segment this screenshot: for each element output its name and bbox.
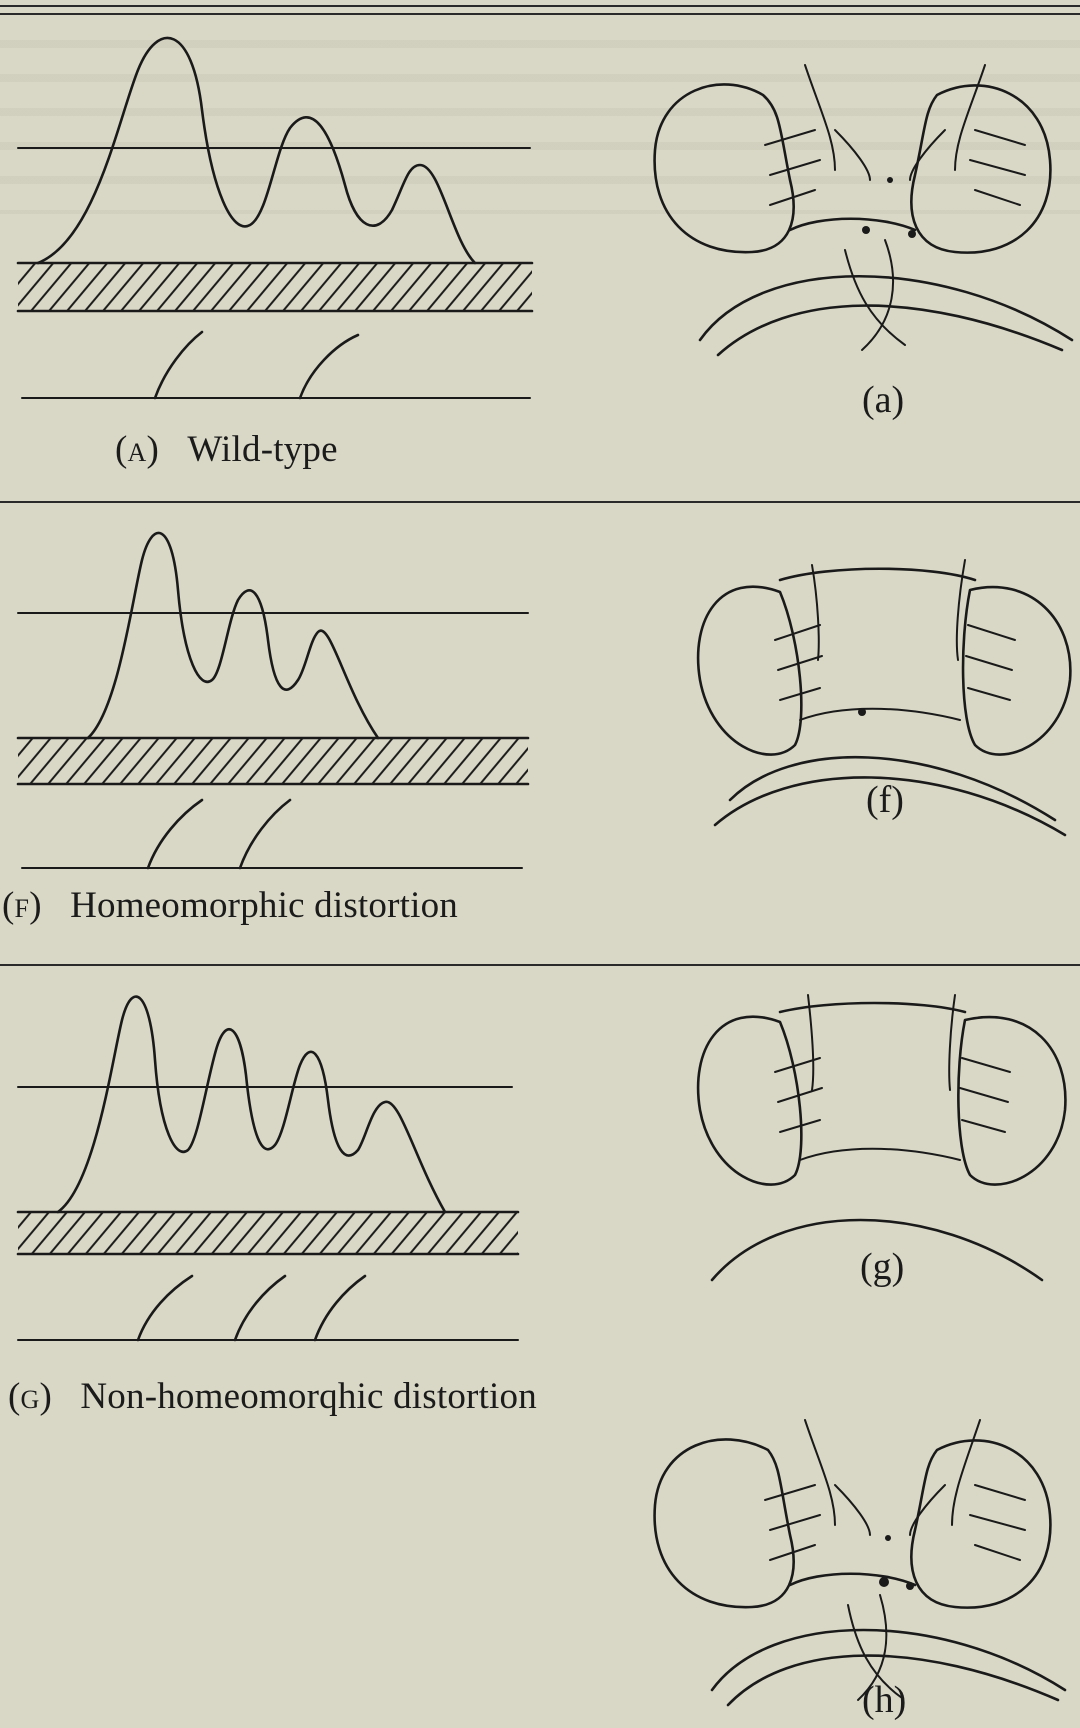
- caption-text: Homeomorphic distortion: [70, 885, 458, 926]
- bristle: [975, 1545, 1020, 1560]
- bristle: [968, 625, 1015, 640]
- head-margin: [800, 709, 960, 720]
- bristle-mark: [148, 800, 202, 868]
- caption-letter: G: [21, 1385, 40, 1414]
- ocellus: [862, 226, 870, 234]
- head-drawing-g: [698, 995, 1065, 1280]
- bristle: [962, 1120, 1005, 1132]
- bristle: [952, 1420, 980, 1525]
- bristle: [805, 65, 835, 170]
- hatched-bar: [18, 738, 528, 784]
- head-margin: [790, 219, 915, 230]
- head-drawing-a: [655, 65, 1072, 355]
- left-eye: [655, 84, 794, 252]
- gradient-curve: [88, 533, 378, 738]
- bristle-mark: [315, 1276, 365, 1340]
- caption-letter: A: [128, 438, 147, 467]
- ocellus: [858, 708, 866, 716]
- bristle: [966, 656, 1012, 670]
- bristle: [835, 1485, 870, 1535]
- panel-f-profile: [18, 533, 528, 868]
- bristle: [805, 1420, 835, 1525]
- bristle-mark: [138, 1276, 192, 1340]
- bristle: [808, 995, 813, 1090]
- right-eye: [911, 85, 1050, 252]
- left-eye: [655, 1439, 794, 1607]
- bristle: [812, 565, 819, 660]
- bristle-mark: [240, 800, 290, 868]
- bristle: [765, 130, 815, 145]
- bristle: [962, 1058, 1010, 1072]
- bristle: [955, 65, 985, 170]
- right-eye: [911, 1440, 1050, 1607]
- sublabel-h: (h): [862, 1678, 906, 1722]
- right-eye: [958, 1017, 1065, 1184]
- head-top: [780, 569, 975, 580]
- sublabel-g: (g): [860, 1245, 904, 1289]
- right-eye: [963, 587, 1070, 754]
- bristle: [968, 688, 1010, 700]
- ocellus: [879, 1577, 889, 1587]
- ocellus: [885, 1535, 891, 1541]
- sublabel-a: (a): [862, 378, 904, 422]
- bristle: [845, 250, 905, 345]
- ocellus: [906, 1582, 914, 1590]
- caption-panel-g: (G) Non-homeomorqhic distortion: [8, 1375, 537, 1418]
- gradient-curve: [58, 997, 445, 1212]
- caption-text: Wild-type: [187, 429, 337, 470]
- panel-a-profile: [18, 38, 532, 398]
- thorax-inner: [718, 306, 1062, 355]
- head-drawing-h: [655, 1420, 1065, 1705]
- sublabel-f: (f): [866, 778, 904, 822]
- bristle: [770, 160, 820, 175]
- ocellus: [887, 177, 893, 183]
- hatched-bar: [18, 263, 532, 311]
- left-eye: [698, 1017, 801, 1185]
- bristle: [970, 1515, 1025, 1530]
- bristle: [960, 1088, 1008, 1102]
- bristle: [975, 1485, 1025, 1500]
- caption-panel-a: (A) Wild-type: [115, 428, 338, 471]
- bristle: [970, 160, 1025, 175]
- bristle: [862, 240, 893, 350]
- bristle: [975, 190, 1020, 205]
- bristle: [835, 130, 870, 180]
- bristle-mark: [155, 332, 202, 398]
- caption-panel-f: (F) Homeomorphic distortion: [2, 884, 458, 927]
- left-eye: [698, 587, 801, 755]
- bristle: [975, 130, 1025, 145]
- panel-g-profile: [18, 997, 518, 1340]
- bristle-mark: [300, 335, 358, 398]
- head-top: [780, 1003, 965, 1012]
- caption-text: Non-homeomorqhic distortion: [80, 1376, 537, 1417]
- bristle: [765, 1485, 815, 1500]
- hatched-bar: [18, 1212, 518, 1254]
- ocellus: [908, 230, 916, 238]
- bristle: [770, 1515, 820, 1530]
- head-margin: [800, 1149, 960, 1160]
- bristle: [775, 625, 820, 640]
- gradient-curve: [38, 38, 475, 263]
- caption-letter: F: [15, 894, 30, 923]
- bristle-mark: [235, 1276, 285, 1340]
- head-margin: [790, 1574, 915, 1585]
